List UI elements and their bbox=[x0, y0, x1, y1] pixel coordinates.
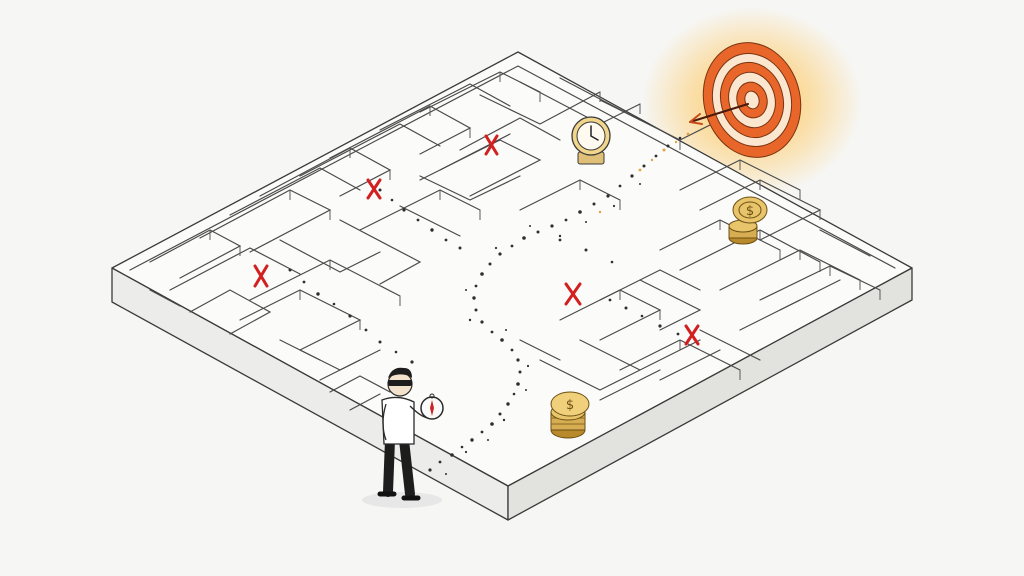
svg-text:$: $ bbox=[746, 204, 754, 219]
maze-walls bbox=[129, 65, 896, 411]
svg-text:$: $ bbox=[566, 398, 574, 413]
coin-stack-icon: $ bbox=[550, 391, 590, 439]
path-trail bbox=[288, 136, 682, 475]
arrow-icon bbox=[689, 103, 749, 125]
x-mark-icon bbox=[564, 282, 582, 306]
blindfolded-person-icon bbox=[362, 367, 444, 508]
path-trail-glow bbox=[598, 132, 690, 214]
x-mark-icon bbox=[484, 134, 499, 156]
compass-icon bbox=[420, 393, 444, 420]
maze-wall-edges bbox=[209, 72, 881, 380]
clock-icon bbox=[571, 116, 611, 165]
x-mark-icon bbox=[684, 324, 700, 346]
x-marks bbox=[253, 134, 700, 346]
coin-stack-icon: $ bbox=[728, 196, 768, 245]
target-icon bbox=[702, 42, 802, 158]
x-mark-icon bbox=[253, 264, 269, 288]
x-mark-icon bbox=[366, 178, 382, 200]
